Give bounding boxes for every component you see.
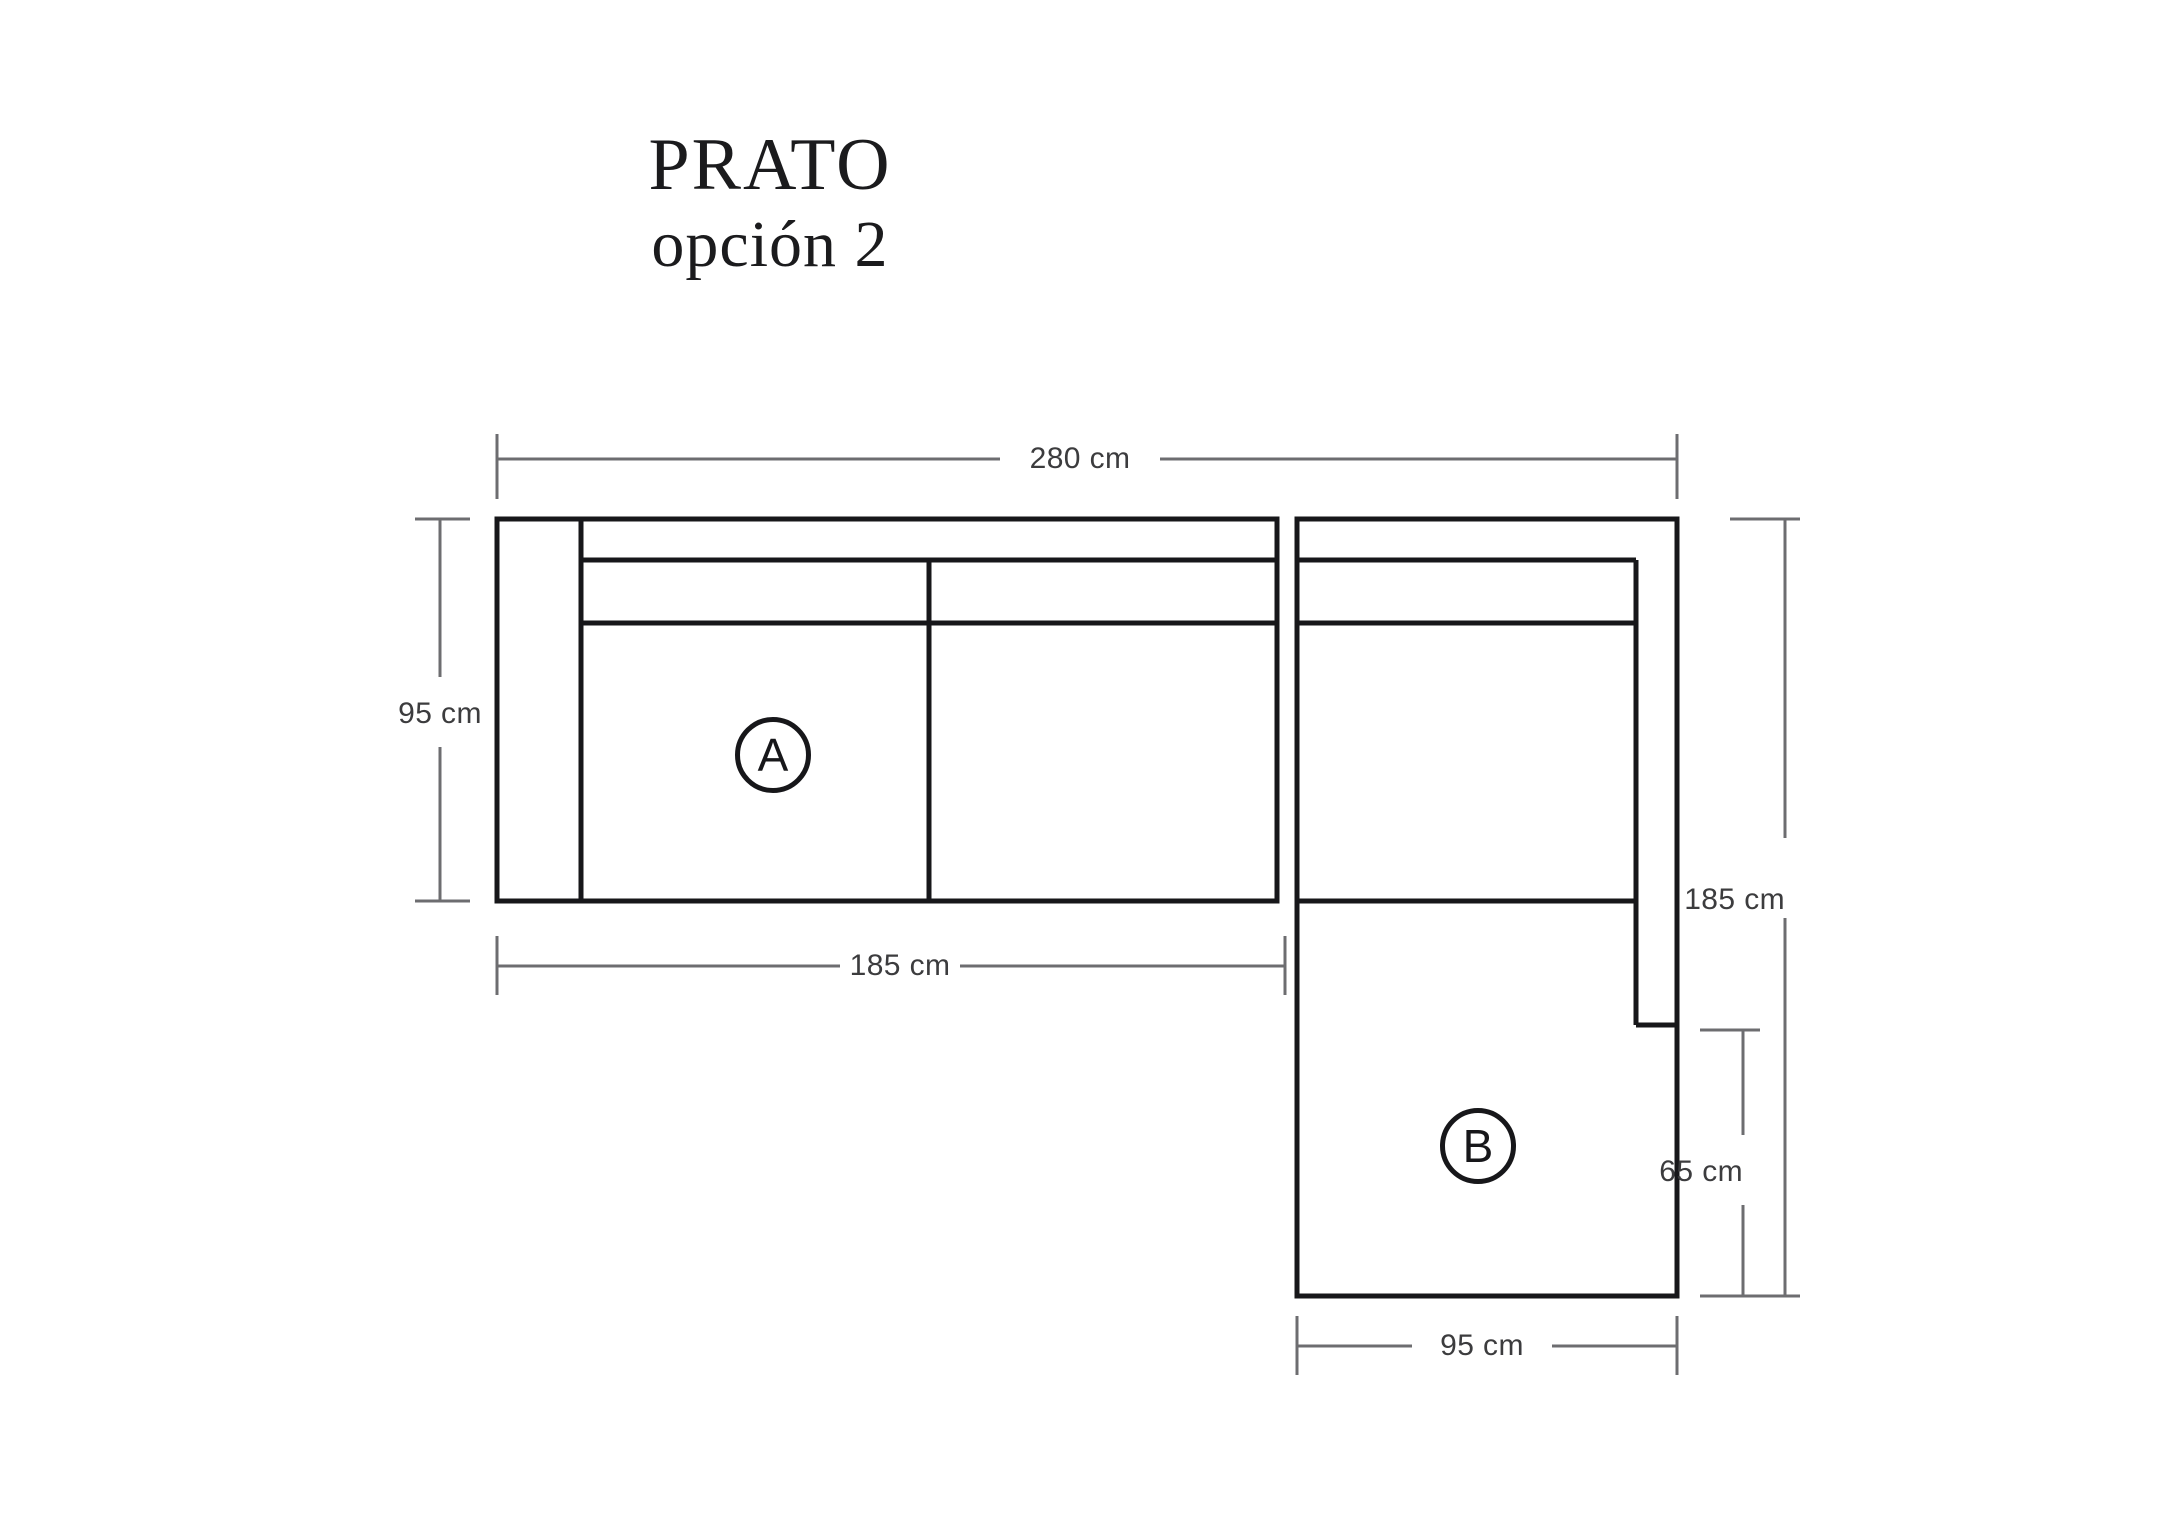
module-label-a: A (735, 717, 811, 793)
dim-label-chaise-depth: 185 cm (1684, 883, 1785, 916)
dim-label-sofa-depth: 95 cm (398, 697, 482, 730)
module-b-body (1294, 516, 1680, 1299)
dim-label-sofa-width: 185 cm (849, 949, 951, 982)
dim-label-chaise-width: 95 cm (1440, 1329, 1524, 1362)
title-block: PRATO opción 2 (560, 128, 980, 282)
dim-label-chaise-lower-depth: 65 cm (1659, 1155, 1743, 1188)
page-title: PRATO (648, 124, 892, 206)
module-a-body (494, 516, 1280, 904)
module-b-outline (1294, 516, 1680, 1299)
dim-label-overall-width: 280 cm (1029, 442, 1131, 475)
dimension-lines (415, 434, 1800, 1375)
page-subtitle: opción 2 (651, 208, 889, 281)
module-label-b: B (1440, 1108, 1516, 1184)
module-a-outline (494, 516, 1280, 904)
